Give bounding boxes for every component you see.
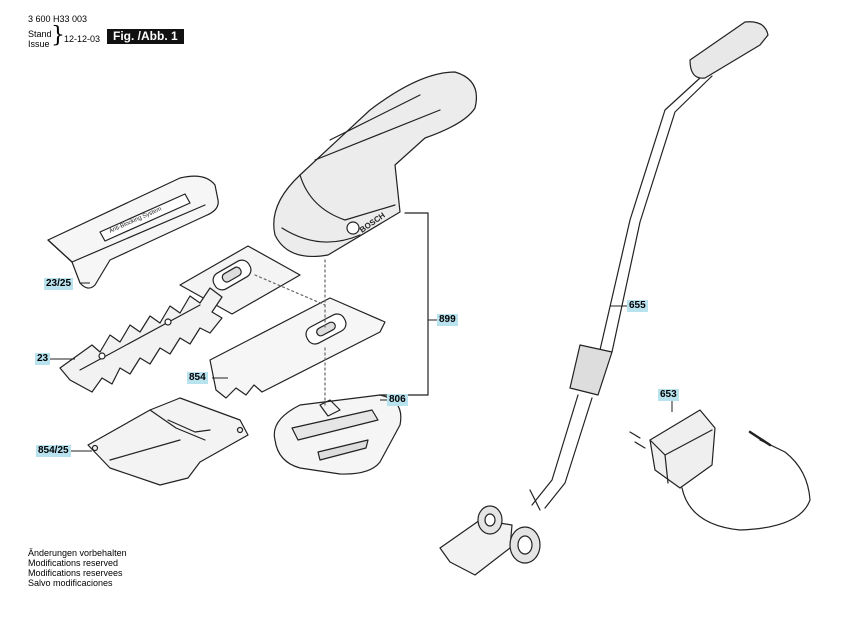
footnote-line: Salvo modificaciones: [28, 578, 113, 588]
wheel-head-part: [439, 505, 541, 576]
document-number: 3 600 H33 003: [28, 14, 88, 24]
shear-body-part: BOSCH: [273, 71, 477, 258]
callout-655: 655: [627, 300, 648, 312]
footnote-line: Änderungen vorbehalten: [28, 548, 127, 558]
figure-label: Fig. /Abb. 1: [107, 29, 184, 44]
shear-guard-part: [87, 397, 249, 486]
assembly-guide-lines: [254, 259, 326, 406]
charger-part: [629, 409, 811, 531]
issue-label: Issue: [28, 39, 50, 49]
footnote-line: Modifications reservees: [28, 568, 123, 578]
stand-label: Stand: [28, 29, 52, 39]
footnote-line: Modifications reserved: [28, 558, 119, 568]
blade-854-part: [209, 297, 386, 399]
battery-base-part: [273, 394, 402, 475]
brace-symbol: }: [51, 23, 65, 48]
callout-23-25: 23/25: [44, 278, 74, 290]
callout-854: 854: [187, 372, 208, 384]
callout-806: 806: [387, 394, 408, 406]
blade-23-part: [59, 287, 223, 393]
callout-899: 899: [437, 314, 458, 326]
callout-23: 23: [35, 353, 51, 365]
assembly-bracket: [379, 212, 429, 396]
blade-cover-part: Anti-Blocking System: [47, 175, 219, 289]
telescopic-handle-part: [529, 21, 769, 511]
callout-854-25: 854/25: [36, 445, 71, 457]
issue-date: 12-12-03: [64, 34, 101, 44]
callout-653: 653: [658, 389, 679, 401]
